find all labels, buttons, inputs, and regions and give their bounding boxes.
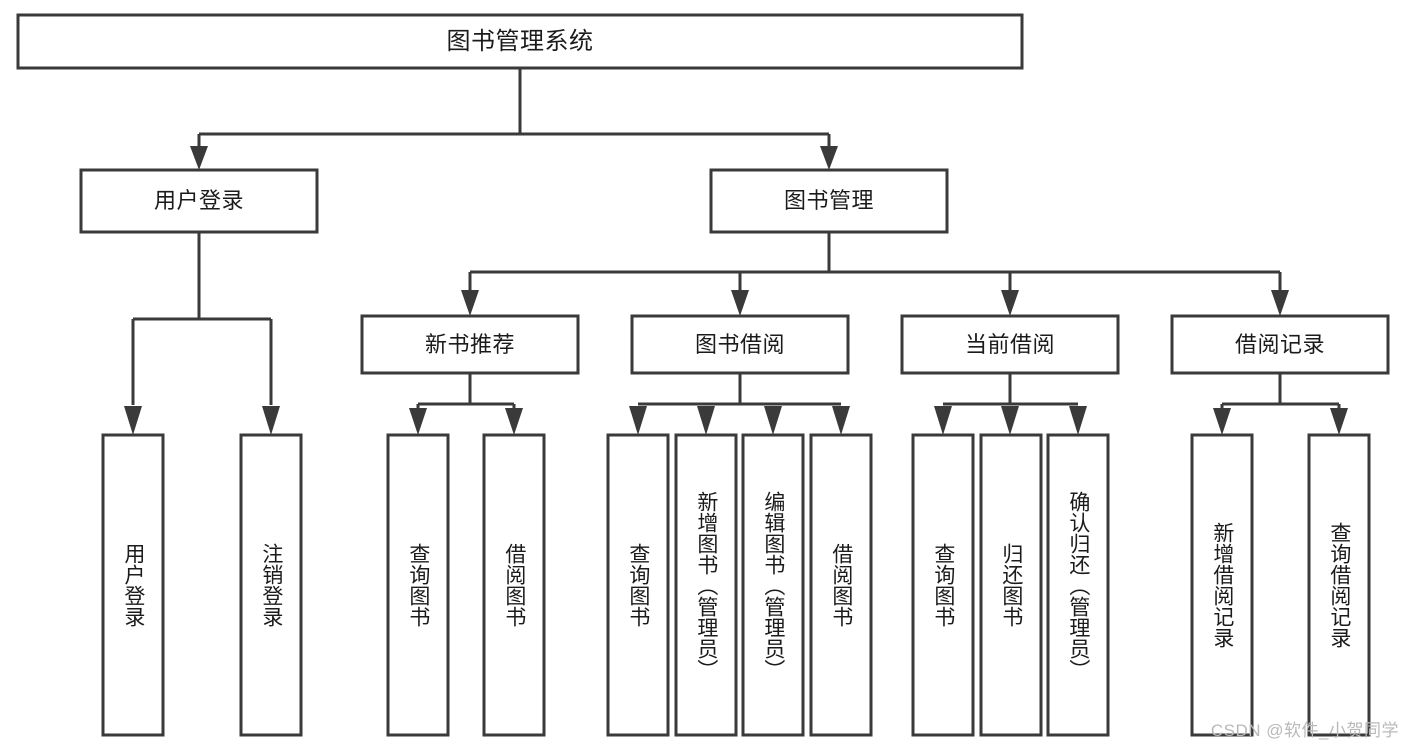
arrow-head-leaf-borrow-lend bbox=[832, 406, 850, 435]
node-box-current-borrow[interactable] bbox=[900, 314, 1120, 375]
arrow-head-current-borrow bbox=[1001, 290, 1019, 316]
node-box-leaf-cur-return[interactable] bbox=[979, 433, 1043, 737]
node-box-leaf-user-login[interactable] bbox=[101, 433, 165, 737]
node-box-leaf-rec-add[interactable] bbox=[1190, 433, 1254, 737]
connector-group-book-admin-to-level3 bbox=[461, 232, 1289, 316]
node-box-book-admin[interactable] bbox=[709, 168, 949, 234]
arrow-head-leaf-user-login bbox=[124, 406, 142, 435]
arrow-head-leaf-user-logout bbox=[262, 406, 280, 435]
connector-group-book-borrow-to-leaves bbox=[629, 373, 850, 435]
arrow-head-leaf-borrow-edit bbox=[764, 406, 782, 435]
arrow-head-leaf-rec-borrow bbox=[505, 408, 523, 435]
node-box-leaf-borrow-edit[interactable] bbox=[741, 433, 805, 737]
arrow-head-book-admin bbox=[820, 146, 838, 170]
arrow-head-borrow-record bbox=[1271, 290, 1289, 316]
node-box-leaf-rec-query[interactable] bbox=[386, 433, 450, 737]
node-box-new-book-rec[interactable] bbox=[360, 314, 580, 375]
node-box-leaf-rec-borrow[interactable] bbox=[482, 433, 546, 737]
arrow-head-leaf-rec-search bbox=[1330, 408, 1348, 435]
node-box-leaf-cur-query[interactable] bbox=[911, 433, 975, 737]
arrow-head-leaf-borrow-add bbox=[697, 406, 715, 435]
node-box-leaf-cur-confirm[interactable] bbox=[1046, 433, 1110, 737]
arrow-head-leaf-cur-return bbox=[1001, 406, 1019, 435]
node-box-leaf-user-logout[interactable] bbox=[239, 433, 303, 737]
node-box-leaf-borrow-lend[interactable] bbox=[809, 433, 873, 737]
arrow-head-new-book-rec bbox=[461, 290, 479, 316]
node-box-root[interactable] bbox=[16, 13, 1024, 70]
arrow-head-leaf-cur-query bbox=[934, 406, 952, 435]
node-box-book-borrow[interactable] bbox=[630, 314, 850, 375]
node-box-leaf-borrow-query[interactable] bbox=[606, 433, 670, 737]
arrow-head-book-borrow bbox=[731, 290, 749, 316]
node-box-leaf-rec-search[interactable] bbox=[1307, 433, 1371, 737]
arrow-head-leaf-rec-query bbox=[409, 408, 427, 435]
node-box-user-login[interactable] bbox=[79, 168, 319, 234]
connector-group-borrow-record-to-leaves bbox=[1213, 373, 1348, 435]
connector-group-user-login-to-leaves bbox=[124, 232, 280, 435]
connector-group-new-book-rec-to-leaves bbox=[409, 373, 523, 435]
connector-group-current-borrow-to-leaves bbox=[934, 373, 1087, 435]
arrow-head-user-login bbox=[190, 146, 208, 170]
arrow-head-leaf-borrow-query bbox=[629, 406, 647, 435]
watermark-text: CSDN @软件_小贺同学 bbox=[1210, 721, 1399, 740]
node-box-leaf-borrow-add[interactable] bbox=[674, 433, 738, 737]
arrow-head-leaf-rec-add bbox=[1213, 408, 1231, 435]
node-box-borrow-record[interactable] bbox=[1170, 314, 1390, 375]
arrow-head-leaf-cur-confirm bbox=[1069, 406, 1087, 435]
connector-group-root-to-level2 bbox=[190, 68, 838, 170]
